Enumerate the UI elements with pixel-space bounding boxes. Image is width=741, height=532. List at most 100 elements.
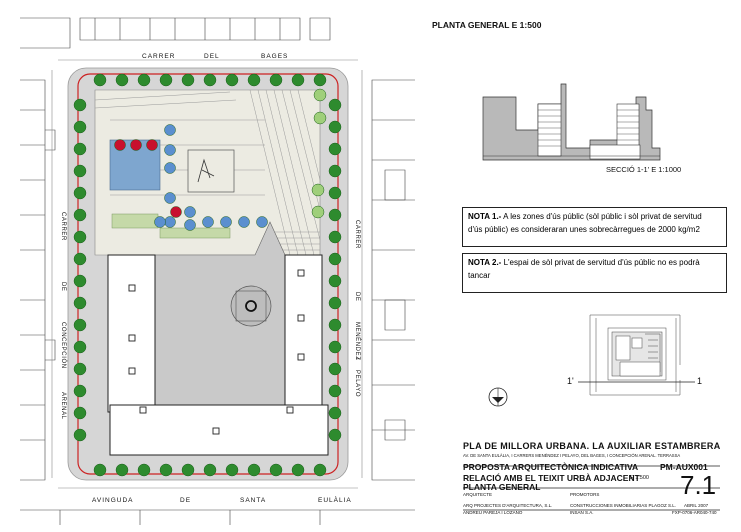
building-east-wing <box>284 254 323 406</box>
drawing-title-1: RELACIÓ AMB EL TEIXIT URBÀ ADJACENT <box>463 473 640 483</box>
svg-text:SANTA: SANTA <box>240 497 266 504</box>
lawn-strip-2 <box>159 227 231 239</box>
tree-icon <box>220 216 232 228</box>
lawn-strip-1 <box>111 213 159 229</box>
tree-icon <box>170 206 182 218</box>
svg-text:DE: DE <box>60 282 66 292</box>
tree-icon <box>73 296 87 310</box>
sculpture-square <box>187 149 235 193</box>
key-plan <box>589 314 681 396</box>
svg-text:CARRER: CARRER <box>354 220 360 249</box>
tree-icon <box>159 73 173 87</box>
building-west-wing <box>107 254 156 413</box>
note-1-label: NOTA 1.- <box>468 212 502 221</box>
svg-text:I: I <box>354 358 360 360</box>
tree-icon <box>181 463 195 477</box>
svg-text:CARRER: CARRER <box>142 53 175 60</box>
tree-icon <box>328 142 342 156</box>
project-address: AV. DE SANTA EULÀLIA, I CARRERS MENÉNDEZ… <box>463 453 681 458</box>
tree-icon <box>164 216 176 228</box>
tree-icon <box>291 463 305 477</box>
tree-icon <box>313 88 327 102</box>
tree-icon <box>328 384 342 398</box>
note-2-text-2: tancar <box>468 271 491 280</box>
tree-icon <box>137 73 151 87</box>
project-title: PLA DE MILLORA URBANA. LA AUXILIAR ESTAM… <box>463 441 721 451</box>
tree-icon <box>256 216 268 228</box>
tree-icon <box>328 120 342 134</box>
street-trees <box>73 73 342 477</box>
tree-icon <box>328 318 342 332</box>
promoters-label: PROMOTORS <box>570 492 600 497</box>
tree-icon <box>203 463 217 477</box>
tree-icon <box>225 463 239 477</box>
tree-icon <box>269 73 283 87</box>
terraces <box>94 89 321 256</box>
tree-icon <box>73 340 87 354</box>
promoters-name-2: INSAN S.A. <box>570 510 594 515</box>
tree-icon <box>328 340 342 354</box>
street-label-top: CARRER DEL BAGES <box>142 53 288 60</box>
tree-icon <box>311 205 325 219</box>
tree-icon <box>238 216 250 228</box>
tree-icon <box>328 296 342 310</box>
north-arrow-icon <box>488 387 508 407</box>
tree-icon <box>115 463 129 477</box>
tree-icon <box>130 139 142 151</box>
drawing-code: PM-AUX001 <box>660 462 708 472</box>
plaza-square <box>235 290 267 322</box>
tree-icon <box>73 230 87 244</box>
note-1-text-2: d'ús públic) es consideraran unes sobrec… <box>468 225 700 234</box>
note-1: NOTA 1.- A les zones d'ús públic (sòl pú… <box>462 207 727 247</box>
tree-icon <box>328 252 342 266</box>
tree-icon <box>328 208 342 222</box>
drawing-date: ABRIL 2007 <box>684 503 709 508</box>
svg-text:AVINGUDA: AVINGUDA <box>92 497 133 504</box>
tree-icon <box>181 73 195 87</box>
svg-text:DE: DE <box>180 497 191 504</box>
svg-text:MENÉNDEZ: MENÉNDEZ <box>354 322 361 360</box>
tree-icon <box>73 120 87 134</box>
tree-icon <box>247 73 261 87</box>
svg-text:CONCEPCIÓN: CONCEPCIÓN <box>60 322 67 369</box>
drawing-title-2: PLANTA GENERAL <box>463 482 541 492</box>
tree-icon <box>73 428 87 442</box>
tree-icon <box>328 274 342 288</box>
tree-icon <box>73 98 87 112</box>
svg-text:DE: DE <box>354 292 360 302</box>
tree-icon <box>203 73 217 87</box>
tree-icon <box>73 186 87 200</box>
street-label-left: CARRER DE CONCEPCIÓN ARENAL <box>60 212 67 420</box>
svg-text:BAGES: BAGES <box>261 53 288 60</box>
tree-icon <box>164 124 176 136</box>
tree-icon <box>291 73 305 87</box>
section-mark-left: 1' <box>567 376 574 386</box>
tree-icon <box>313 463 327 477</box>
tree-icon <box>73 274 87 288</box>
tree-icon <box>328 362 342 376</box>
tree-icon <box>328 164 342 178</box>
context-linework <box>20 17 415 525</box>
section-1-1-diagram <box>482 83 661 161</box>
architects-label: ARQUITECTE <box>463 492 493 497</box>
plaza-well <box>245 300 257 312</box>
tree-icon <box>73 406 87 420</box>
tree-icon <box>73 384 87 398</box>
svg-text:CARRER: CARRER <box>60 212 66 241</box>
note-2-text: L'espai de sòl privat de servitud d'ús p… <box>503 258 700 267</box>
tree-icon <box>115 73 129 87</box>
tree-icon <box>73 318 87 332</box>
tree-icon <box>73 252 87 266</box>
tree-icon <box>311 183 325 197</box>
tree-icon <box>164 144 176 156</box>
note-2-label: NOTA 2.- <box>468 258 502 267</box>
tree-icon <box>93 73 107 87</box>
architects-name-2: ANDREU PAREJA I LOZANO <box>463 510 523 515</box>
tree-icon <box>184 219 196 231</box>
note-1-text: A les zones d'ús públic (sòl públic i sò… <box>503 212 702 221</box>
tree-icon <box>247 463 261 477</box>
svg-text:DEL: DEL <box>204 53 220 60</box>
tree-icon <box>146 139 158 151</box>
tree-icon <box>225 73 239 87</box>
